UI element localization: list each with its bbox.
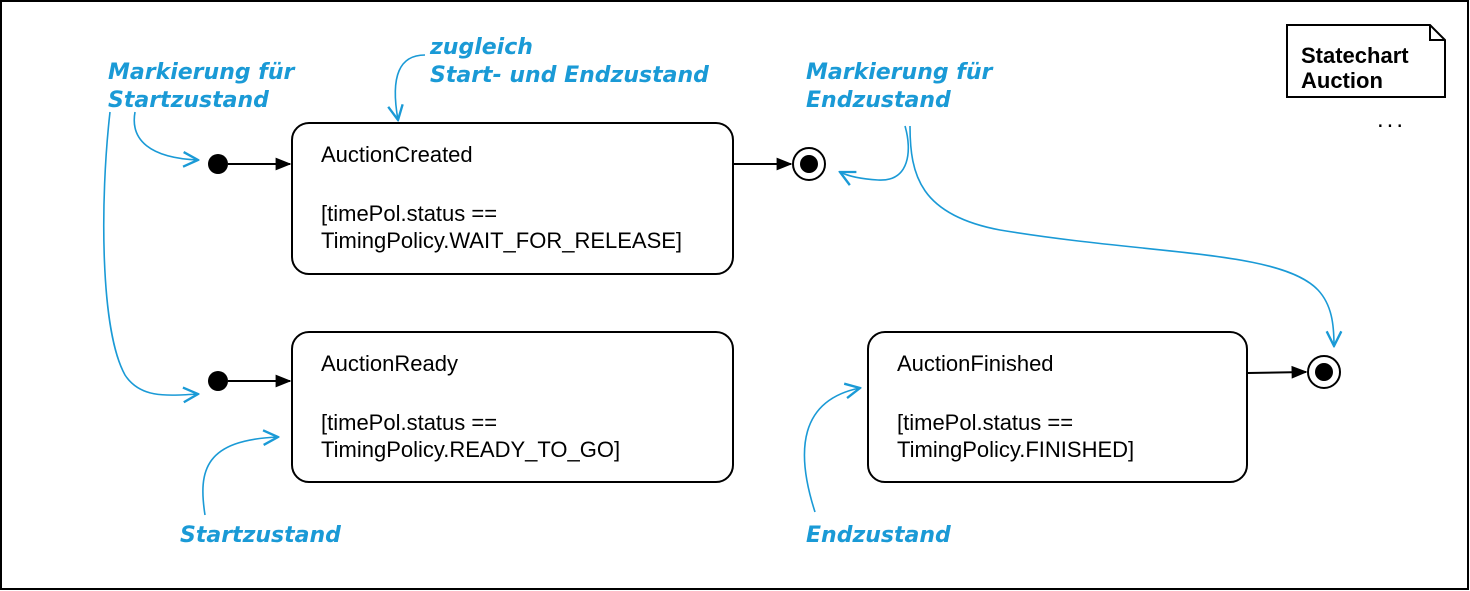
state-invariant: [timePol.status == TimingPolicy.FINISHED… (897, 409, 1134, 463)
anno-arrow-start-marker-bottom (102, 111, 198, 395)
anno-arrow-end-marker-top (840, 125, 910, 180)
diagram-title-note: Statechart Auction (1286, 24, 1446, 98)
annotation-start-marker-line2: Startzustand (108, 88, 269, 113)
state-invariant: [timePol.status == TimingPolicy.READY_TO… (321, 409, 620, 463)
state-name: AuctionReady (321, 351, 458, 376)
state-invariant-line2: TimingPolicy.READY_TO_GO] (321, 437, 621, 462)
state-auction-ready: AuctionReady [timePol.status == TimingPo… (291, 331, 734, 483)
final-state-created-core (800, 155, 818, 173)
annotation-start-and-end: zugleich Start- und Endzustand (430, 34, 709, 90)
annotation-end-marker-line2: Endzustand (806, 88, 951, 113)
anno-arrow-end-marker-bottom (909, 125, 1334, 346)
state-invariant-line2: TimingPolicy.FINISHED] (897, 437, 1135, 462)
anno-arrow-start-marker-top (133, 111, 198, 160)
state-name: AuctionFinished (897, 351, 1054, 376)
initial-state-ready (208, 371, 228, 391)
annotation-start-and-end-line1: zugleich (430, 35, 533, 60)
diagram-title-line2: Auction (1301, 68, 1383, 93)
state-invariant-line1: [timePol.status == (897, 410, 1074, 435)
anno-arrow-end-state (803, 388, 860, 513)
annotation-start-and-end-line2: Start- und Endzustand (430, 63, 709, 88)
note-shape (1286, 24, 1446, 98)
state-auction-created: AuctionCreated [timePol.status == Timing… (291, 122, 734, 275)
state-name: AuctionCreated (321, 142, 473, 167)
state-auction-finished: AuctionFinished [timePol.status == Timin… (867, 331, 1248, 483)
diagram-title-line1: Statechart (1301, 43, 1409, 68)
state-invariant-line2: TimingPolicy.WAIT_FOR_RELEASE] (321, 228, 683, 253)
annotation-end-marker: Markierung für Endzustand (806, 59, 992, 115)
state-invariant-line1: [timePol.status == (321, 410, 498, 435)
annotation-end-state: Endzustand (806, 523, 951, 548)
final-state-finished-core (1315, 363, 1333, 381)
state-invariant: [timePol.status == TimingPolicy.WAIT_FOR… (321, 200, 682, 254)
initial-state-created (208, 154, 228, 174)
state-invariant-line1: [timePol.status == (321, 201, 498, 226)
transition-finished-to-final (1247, 365, 1308, 379)
annotation-start-marker: Markierung für Startzustand (108, 59, 294, 115)
anno-arrow-start-state (202, 437, 278, 516)
anno-arrow-start-and-end (395, 54, 426, 120)
annotation-end-marker-line1: Markierung für (806, 60, 993, 85)
annotation-start-state: Startzustand (180, 523, 341, 548)
annotation-start-marker-line1: Markierung für (108, 60, 295, 85)
ellipsis-text: ... (1377, 106, 1407, 133)
